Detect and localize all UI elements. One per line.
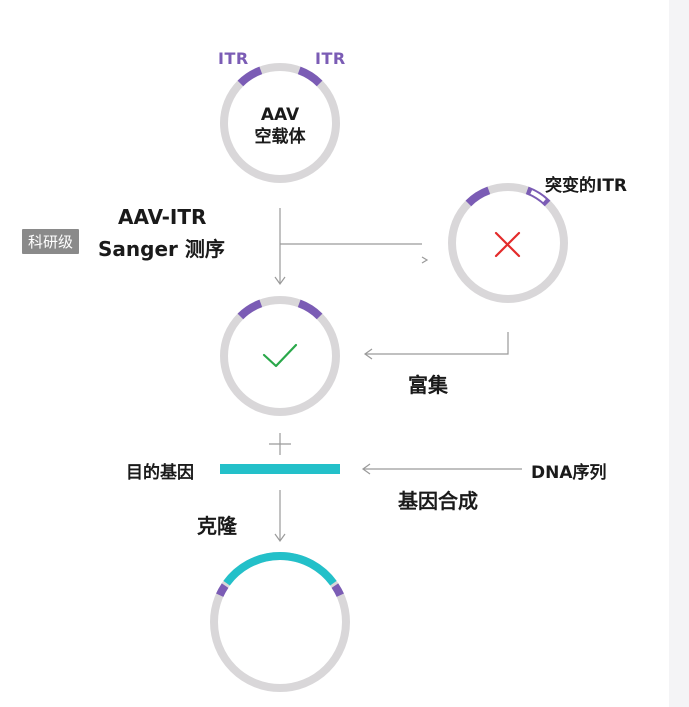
plasmid-ring — [220, 63, 340, 183]
mutant-itr-label: 突变的ITR — [545, 176, 628, 196]
verified-plasmid — [220, 296, 340, 416]
mutant-plasmid — [448, 183, 568, 303]
itr-segment-left — [216, 583, 229, 597]
itr-segment-left — [237, 66, 263, 87]
arrow-head — [361, 463, 371, 475]
insert-segment — [223, 552, 337, 586]
plasmid-ring — [220, 296, 340, 416]
gene-synthesis-label: 基因合成 — [398, 489, 478, 513]
cross-icon — [494, 231, 521, 258]
itr-segment-right — [297, 66, 323, 87]
target-gene-bar — [220, 464, 340, 474]
itr-segment-right — [297, 299, 323, 320]
grade-badge: 科研级 — [22, 229, 80, 254]
arrow-head — [274, 533, 286, 543]
itr-segment-right — [331, 583, 344, 597]
method-label-line1: AAV-ITR — [118, 205, 207, 229]
mutant-itr-gap — [530, 190, 546, 203]
itr-label-right: ITR — [315, 49, 346, 68]
aav-label-line2: 空载体 — [254, 127, 306, 147]
page-edge — [669, 0, 689, 707]
arrow-head — [274, 276, 286, 286]
itr-segment-left — [465, 186, 491, 207]
clone-label: 克隆 — [197, 514, 237, 538]
empty-vector-plasmid — [220, 63, 340, 183]
cloned-plasmid — [210, 552, 350, 692]
arrow-head — [421, 256, 429, 264]
enrich-label: 富集 — [408, 373, 448, 397]
enrich-arrow — [366, 332, 509, 355]
target-gene-label: 目的基因 — [126, 463, 194, 483]
itr-label-left: ITR — [218, 49, 249, 68]
arrow-head — [363, 348, 373, 360]
method-label-line2: Sanger 测序 — [98, 237, 225, 261]
check-icon — [262, 343, 298, 368]
connectors — [269, 208, 522, 543]
itr-segment-left — [237, 299, 263, 320]
aav-label-line1: AAV — [260, 105, 300, 125]
dna-sequence-label: DNA序列 — [531, 463, 607, 483]
plasmid-ring — [448, 183, 568, 303]
aav-vector-label: AAV 空载体 — [244, 104, 316, 148]
